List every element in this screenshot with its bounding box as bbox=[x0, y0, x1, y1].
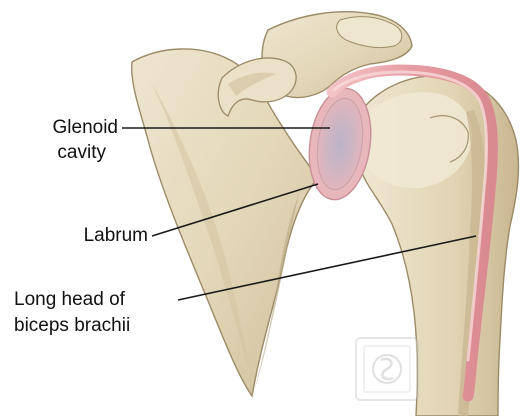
labrum-label: Labrum bbox=[40, 224, 148, 248]
medical-logo-icon bbox=[356, 338, 418, 400]
glenoid-label-line1: Glenoid bbox=[20, 116, 118, 140]
biceps-label-line2: biceps brachii bbox=[14, 314, 130, 338]
biceps-label-line1: Long head of bbox=[14, 288, 125, 312]
glenoid-label-line2: cavity bbox=[20, 141, 106, 165]
